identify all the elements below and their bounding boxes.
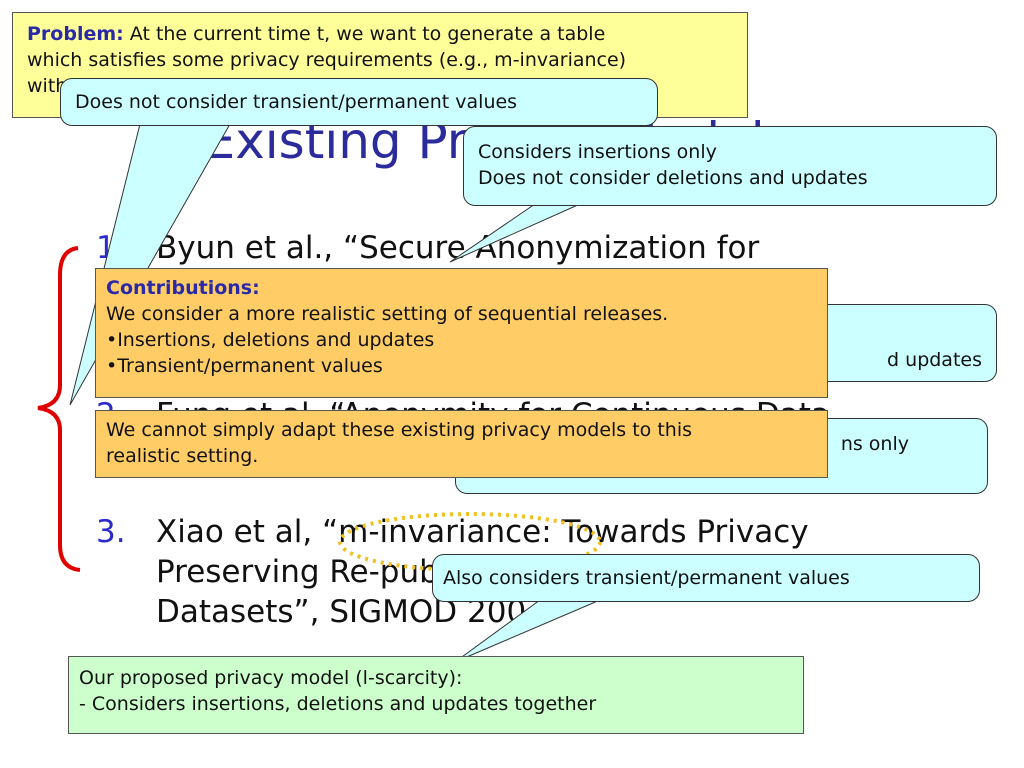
contributions-label: Contributions:	[106, 277, 260, 299]
callout-text: Also considers transient/permanent value…	[443, 567, 850, 589]
cannot-adapt-box: We cannot simply adapt these existing pr…	[95, 410, 828, 478]
callout-text: d updates	[887, 349, 982, 371]
problem-label: Problem:	[27, 23, 124, 45]
contributions-line: We consider a more realistic setting of …	[106, 303, 669, 325]
tail-c5	[454, 599, 601, 663]
item-text: Byun et al., “Secure Anonymization for	[156, 230, 760, 266]
list-item-1: 1. Byun et al., “Secure Anonymization fo…	[96, 228, 759, 268]
problem-text: At the current time t, we want to genera…	[123, 23, 606, 45]
tail-c2	[449, 203, 581, 263]
item-number: 3.	[96, 514, 126, 550]
callout-text: ns only	[840, 433, 909, 455]
cannot-line: We cannot simply adapt these existing pr…	[106, 419, 693, 441]
item-text-line: Xiao et al, “m-invariance: Towards Priva…	[156, 514, 809, 550]
callout-also-transient: Also considers transient/permanent value…	[432, 554, 980, 602]
callout-text-line: Considers insertions only	[478, 141, 717, 163]
proposed-model-box: Our proposed privacy model (l-scarcity):…	[68, 656, 804, 734]
contributions-line: •Transient/permanent values	[106, 355, 383, 377]
callout-transient: Does not consider transient/permanent va…	[60, 78, 658, 126]
problem-text-line: with	[27, 75, 68, 97]
proposed-line: - Considers insertions, deletions and up…	[79, 693, 597, 715]
contributions-box: Contributions: We consider a more realis…	[95, 268, 828, 398]
callout-text-line: Does not consider deletions and updates	[478, 167, 868, 189]
callout-text: Does not consider transient/permanent va…	[75, 91, 518, 113]
cannot-line: realistic setting.	[106, 445, 259, 467]
proposed-line: Our proposed privacy model (l-scarcity):	[79, 667, 463, 689]
callout-insertions: Considers insertions only Does not consi…	[463, 126, 997, 206]
brace-path	[37, 246, 81, 572]
contributions-line: •Insertions, deletions and updates	[106, 329, 435, 351]
problem-text-line: which satisfies some privacy requirement…	[27, 49, 627, 71]
